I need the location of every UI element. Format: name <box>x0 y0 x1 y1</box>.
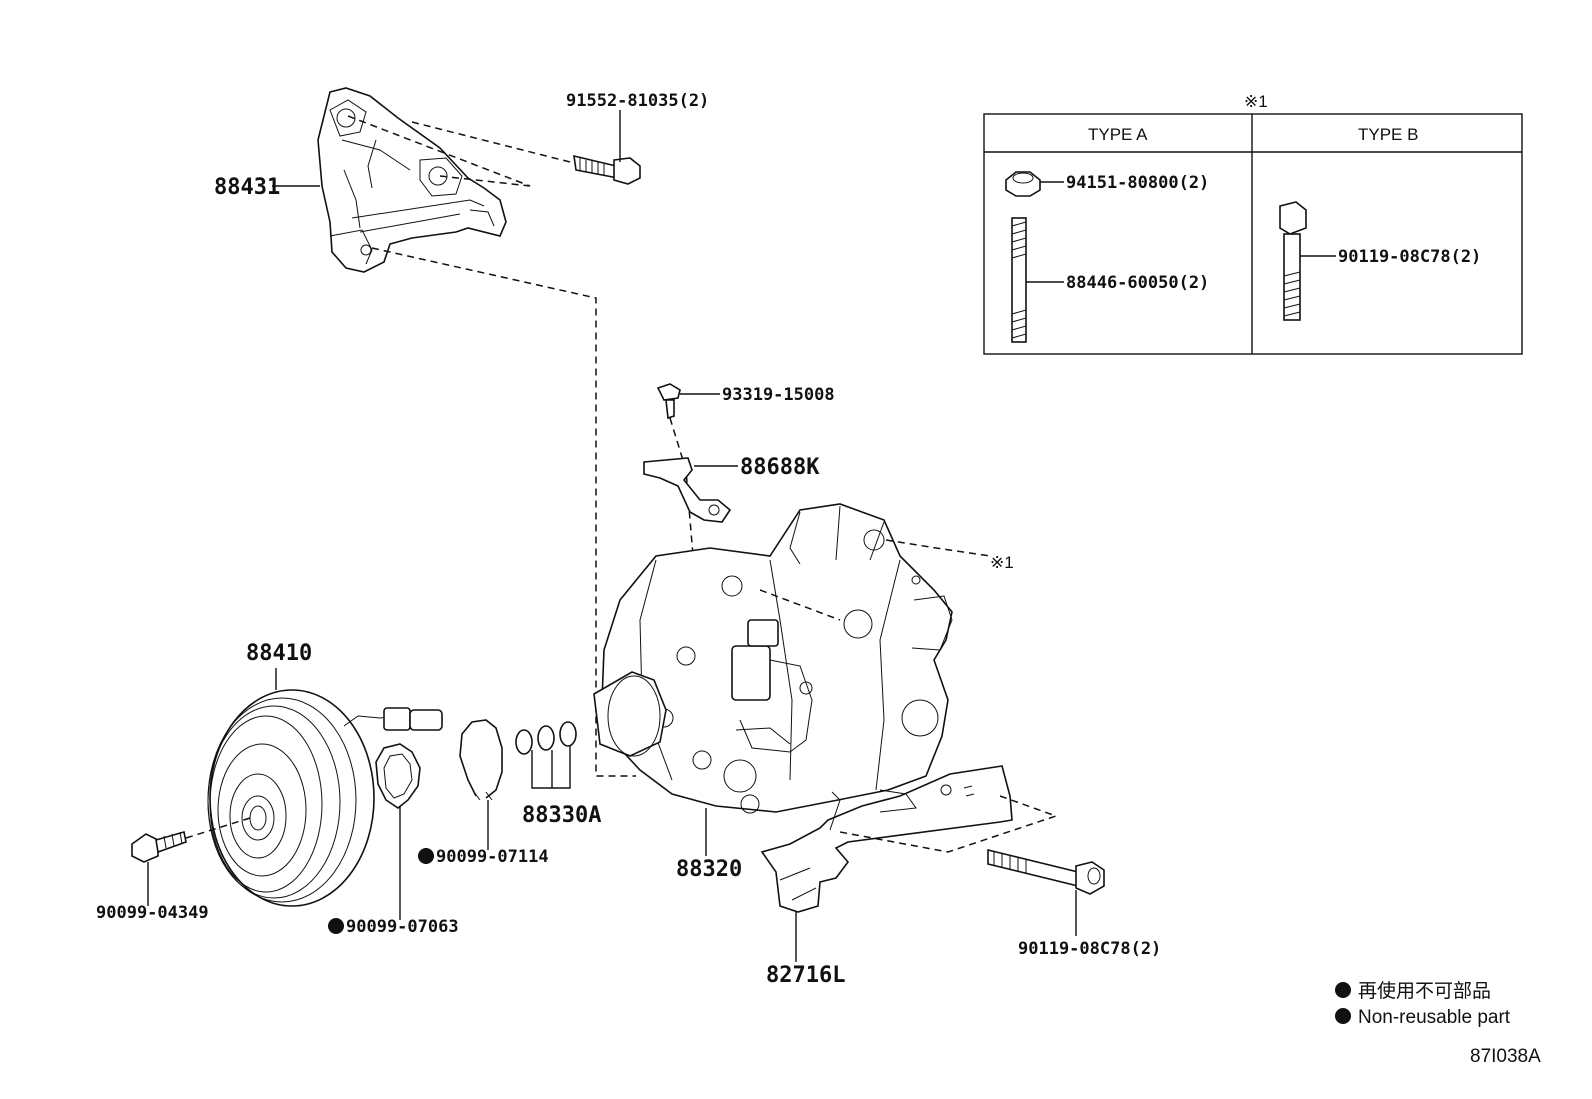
type-table <box>983 113 1523 355</box>
bolt-90099-04349-drawing <box>131 830 187 863</box>
non-reusable-dot-07114 <box>418 848 434 864</box>
table-header-type-b: TYPE B <box>1358 125 1418 144</box>
legend-en: Non-reusable part <box>1358 1007 1511 1028</box>
non-reusable-dot-07063 <box>328 918 344 934</box>
snap-ring-90099-07114-drawing <box>459 719 503 801</box>
label-90099-07063: 90099-07063 <box>346 917 459 937</box>
label-90119-table: 90119-08C78(2) <box>1338 247 1481 267</box>
compressor-ref-mark: ※1 <box>990 553 1014 572</box>
legend-dot-en <box>1335 1008 1351 1024</box>
washers-88330A-drawing <box>515 721 577 755</box>
label-88431: 88431 <box>214 175 280 200</box>
clamp-88688K-drawing <box>643 457 732 523</box>
bolt-91552-drawing <box>573 154 641 185</box>
compressor-88320-drawing <box>593 503 953 814</box>
label-82716L: 82716L <box>766 963 845 988</box>
leader-88330A <box>531 746 571 789</box>
legend-dot-jp <box>1335 982 1351 998</box>
label-90099-04349: 90099-04349 <box>96 903 209 923</box>
label-90099-07114: 90099-07114 <box>436 847 549 867</box>
clutch-88410-drawing <box>207 689 443 907</box>
bracket-to-compressor-guide <box>371 247 636 777</box>
bracket-82716L-drawing <box>760 765 1013 913</box>
label-88320: 88320 <box>676 857 742 882</box>
shim-90099-07063-drawing <box>375 743 421 809</box>
ref-guide <box>759 539 991 621</box>
bracket-bolt-guide <box>347 115 571 187</box>
legend-jp: 再使用不可部品 <box>1358 980 1491 1002</box>
screw-guide <box>669 417 697 591</box>
label-91552-81035: 91552-81035(2) <box>566 91 709 111</box>
bracket-88431-drawing <box>317 87 507 273</box>
lower-bolt-guide <box>839 795 1059 853</box>
screw-93319-drawing <box>656 383 681 420</box>
table-ref-mark: ※1 <box>1244 92 1268 111</box>
bolt-90119-drawing <box>987 848 1105 895</box>
label-88330A: 88330A <box>522 803 601 828</box>
label-93319-15008: 93319-15008 <box>722 385 835 405</box>
label-90119-lower: 90119-08C78(2) <box>1018 939 1161 959</box>
figure-id: 87I038A <box>1470 1046 1541 1067</box>
label-88410: 88410 <box>246 641 312 666</box>
table-header-type-a: TYPE A <box>1088 125 1148 144</box>
label-94151-80800: 94151-80800(2) <box>1066 173 1209 193</box>
label-88688K: 88688K <box>740 455 820 480</box>
label-88446-60050: 88446-60050(2) <box>1066 273 1209 293</box>
